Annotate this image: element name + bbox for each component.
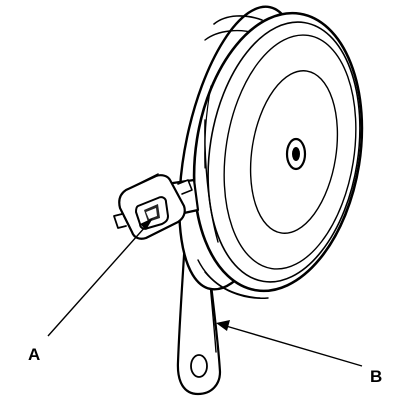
horn-front-face <box>192 11 364 293</box>
callout-a-leader <box>47 225 147 337</box>
horn-body <box>178 5 364 299</box>
callout-b-arrowhead <box>216 320 230 331</box>
connector-terminal <box>113 173 200 240</box>
callout-a: A <box>28 218 153 364</box>
callout-a-label: A <box>28 345 40 364</box>
bracket-mounting-hole <box>190 354 208 378</box>
callout-a-arrowhead <box>140 218 153 230</box>
callout-b-leader <box>225 325 363 367</box>
callout-b: B <box>216 320 382 386</box>
callout-b-label: B <box>370 367 382 386</box>
